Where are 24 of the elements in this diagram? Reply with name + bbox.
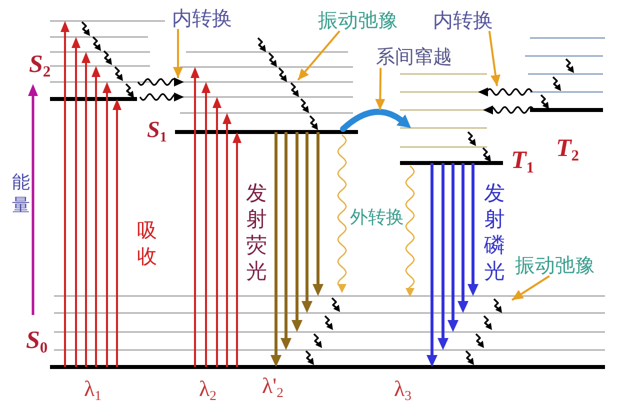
- wavelength-label: λ$_{2}$: [199, 377, 216, 400]
- process-label: 吸收: [137, 217, 157, 269]
- wavelength-label: λ$_{1}$: [84, 377, 102, 400]
- callout-label: 系间窜越: [376, 48, 452, 68]
- state-label: T$_{2}$: [556, 136, 580, 162]
- process-label: 发射荧光: [246, 180, 267, 284]
- process-label: 发射磷光: [484, 180, 505, 284]
- wavelength-label: λ'$_{2}$: [262, 374, 284, 398]
- state-label: S$_{0}$: [26, 328, 48, 354]
- leader-arrow: [173, 29, 183, 78]
- leader-arrow: [375, 68, 386, 110]
- callout-label: 振动弛豫: [318, 10, 398, 31]
- axis-label: 能量: [12, 171, 30, 217]
- leader-arrow: [488, 30, 500, 86]
- callout-label: 振动弛豫: [515, 255, 595, 276]
- wavelength-label: λ$_{3}$: [394, 377, 412, 400]
- state-label: S$_{1}$: [147, 118, 167, 142]
- state-label: S$_{2}$: [29, 52, 51, 78]
- callout-label: 内转换: [172, 8, 232, 29]
- callout-label: 内转换: [433, 10, 493, 31]
- process-label: 外转换: [350, 209, 404, 228]
- leader-arrow: [297, 30, 340, 81]
- leader-arrow: [511, 275, 550, 301]
- state-label: T$_{1}$: [511, 148, 534, 174]
